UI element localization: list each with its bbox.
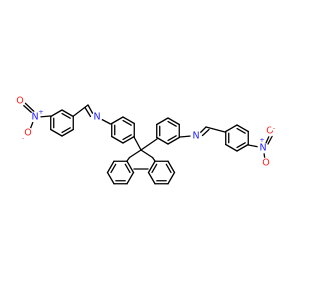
right-nitrophenyl-ring-bond-3: [225, 124, 238, 133]
right-nitro-plus-charge-background: [259, 137, 265, 143]
right-phenylene-ring-bond-3: [156, 117, 169, 126]
right-ch-to-ring: [205, 126, 226, 133]
double-bond-inner: [167, 135, 177, 142]
left-nitro-o1-bond: [21, 103, 33, 114]
double-bond-inner: [167, 120, 177, 127]
left-nitro-nitrogen-background: [29, 111, 41, 123]
left-nitro-oxygen-double-background: [14, 95, 26, 107]
left-nitro-o1-double: [23, 101, 35, 113]
right-nitrophenyl-ring-bond-4: [236, 124, 249, 133]
left-nitro-minus-charge: -: [22, 134, 25, 142]
left-ring-to-nitro: [38, 115, 52, 118]
left-nitro-minus-charge-background: [20, 135, 26, 141]
right-imine-double-b: [201, 128, 210, 137]
right-nitro-oxygen-double: O: [266, 126, 273, 137]
fluorene-left-ring-bond-2: [106, 171, 115, 185]
fluorene-right-link: [151, 156, 156, 162]
right-imine-nitrogen-background: [190, 130, 202, 142]
left-phenylene-ring-bond-1: [111, 135, 124, 144]
double-bond-inner: [236, 127, 246, 134]
right-imine-nitrogen: N: [192, 131, 199, 142]
fluorene-left-ring-bond-0: [126, 171, 135, 185]
fluorene-right-ring-bond-3: [147, 160, 156, 174]
left-phenylene-ring-bond-0: [122, 135, 135, 144]
right-phenylene-ring-bond-4: [167, 117, 180, 126]
right-imine-double-a: [199, 126, 207, 134]
left-nitro-oxygen-double: O: [16, 96, 23, 107]
fluorene-left-ring-bond-3: [106, 160, 115, 174]
molecule-structure: NN+OO-NN+O-O: [14, 95, 277, 185]
left-nitro-oxygen-single: O: [24, 128, 31, 139]
left-imine-nitrogen-background: [91, 111, 103, 123]
fluorene-c9-right: [140, 149, 154, 159]
right-phenylene-ring-bond-1: [156, 136, 169, 145]
fluorene-right-ring-bond-2: [147, 171, 156, 185]
left-nitro-oxygen-single-background: [22, 127, 34, 139]
left-nitro-plus-charge-background: [38, 109, 44, 115]
fluorene-right-ring-bond-0: [167, 171, 176, 185]
right-nitro-nitrogen: N: [259, 143, 266, 154]
left-aryl-n-bond: [100, 118, 112, 125]
c9-to-right-phenylene: [140, 138, 158, 151]
double-bond-inner: [61, 112, 71, 119]
right-ring-to-nitro: [247, 144, 260, 148]
left-nitrophenyl-ring-bond-3: [50, 109, 63, 118]
right-nitro-plus-charge: +: [259, 136, 264, 144]
left-imine-double-b: [84, 106, 92, 118]
left-ch-to-ring: [72, 104, 89, 117]
double-bond-inner: [165, 163, 172, 174]
right-nitro-o1-double: [267, 134, 274, 145]
label-layer: NN+OO-NN+O-O: [14, 95, 277, 169]
fluorene-c9-left: [128, 149, 142, 159]
double-bond-inner: [61, 127, 71, 134]
right-nitro-nitrogen-background: [257, 142, 269, 154]
right-nitrophenyl-ring-bond-1: [225, 143, 238, 152]
right-aryl-n-bond: [179, 135, 192, 138]
right-phenylene-ring-bond-0: [167, 136, 180, 145]
double-bond-inner: [122, 134, 132, 141]
double-bond-inner: [122, 119, 132, 126]
left-imine-nitrogen: N: [93, 112, 100, 123]
right-nitro-oxygen-single-background: [260, 157, 272, 169]
left-phenylene-ring-bond-3: [111, 116, 124, 125]
left-phenylene-ring-bond-4: [122, 116, 135, 125]
double-bond-inner: [124, 163, 131, 174]
left-nitro-plus-charge: +: [38, 108, 43, 116]
right-nitro-minus-charge-background: [271, 125, 277, 131]
right-nitrophenyl-ring-bond-0: [236, 143, 249, 152]
c9-to-left-phenylene: [133, 136, 142, 151]
fluorene-left-link: [126, 156, 131, 162]
left-nitrophenyl-ring-bond-4: [61, 109, 74, 118]
double-bond-inner: [151, 163, 158, 174]
double-bond-inner: [236, 142, 246, 149]
left-nitro-nitrogen: N: [31, 112, 38, 123]
right-nitro-oxygen-single: O: [262, 158, 269, 169]
fluorene-left-ring-bond-5: [126, 160, 135, 174]
right-nitro-minus-charge: -: [273, 124, 276, 132]
left-nitrophenyl-ring-bond-1: [50, 128, 63, 137]
left-imine-double-a: [87, 104, 94, 115]
double-bond-inner: [110, 163, 117, 174]
bond-layer: [21, 101, 274, 185]
left-nitrophenyl-ring-bond-0: [61, 128, 74, 137]
fluorene-right-ring-bond-5: [167, 160, 176, 174]
